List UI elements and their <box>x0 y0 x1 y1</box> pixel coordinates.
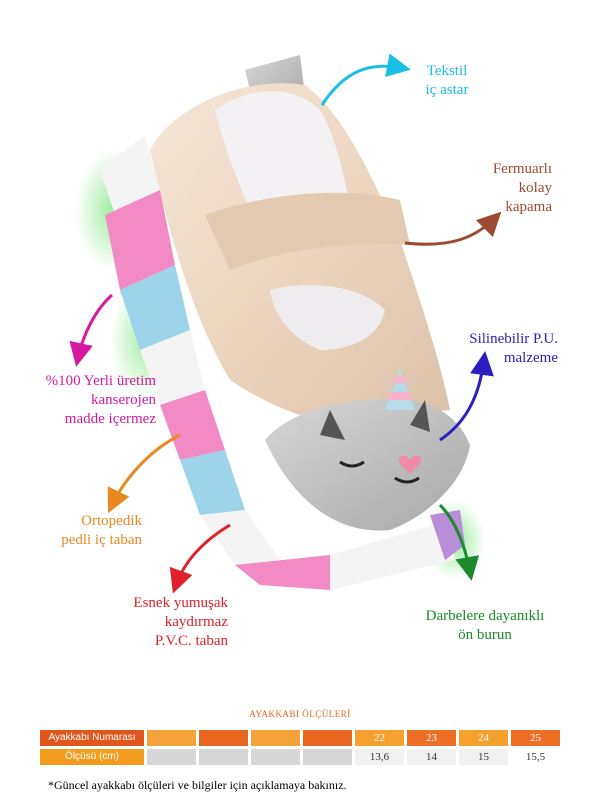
length-cell: 14 <box>407 749 456 765</box>
callout-textile-lining: Tekstil iç astar <box>425 63 469 98</box>
length-row-label: Ölçüsü (cm) <box>40 749 144 765</box>
length-cell: 15 <box>459 749 508 765</box>
length-cell <box>147 749 196 765</box>
size-cell <box>147 730 196 746</box>
arrow-textile-lining <box>320 53 411 106</box>
length-cell <box>251 749 300 765</box>
arrow-sole <box>169 523 231 594</box>
callout-local-production: %100 Yerli üretim kanserojen madde içerm… <box>45 373 156 427</box>
size-cell: 22 <box>355 730 404 746</box>
size-cell: 25 <box>511 730 560 746</box>
size-cell <box>199 730 248 746</box>
size-row: Ayakkabı Numarası 22 23 24 25 <box>40 730 560 746</box>
callout-arrows <box>69 53 502 594</box>
footnote: *Güncel ayakkabı ölçüleri ve bilgiler iç… <box>48 778 347 792</box>
arrow-orthopedic <box>107 433 181 514</box>
size-cell: 24 <box>459 730 508 746</box>
length-cell <box>303 749 352 765</box>
arrow-toe <box>438 503 480 581</box>
arrow-zipper <box>404 211 502 246</box>
callout-zipper: Fermuarlı kolay kapama <box>492 161 552 215</box>
length-row: Ölçüsü (cm) 13,6 14 15 15,5 <box>40 749 560 765</box>
arrow-local-production <box>69 293 113 367</box>
callout-material: Silinebilir P.U. malzeme <box>469 331 558 366</box>
size-cell: 23 <box>407 730 456 746</box>
size-table-title: AYAKKABI ÖLÇÜLERİ <box>249 709 351 719</box>
callout-toe: Darbelere dayanıklı ön burun <box>425 608 545 643</box>
size-cell <box>251 730 300 746</box>
size-cell <box>303 730 352 746</box>
arrow-material <box>439 351 494 442</box>
length-cell: 15,5 <box>511 749 560 765</box>
callout-sole: Esnek yumuşak kaydırmaz P.V.C. taban <box>133 595 228 649</box>
length-cell <box>199 749 248 765</box>
length-cell: 13,6 <box>355 749 404 765</box>
callout-orthopedic: Ortopedik pedli iç taban <box>61 513 142 548</box>
shoe-illustration <box>75 55 485 590</box>
size-row-label: Ayakkabı Numarası <box>40 730 144 746</box>
